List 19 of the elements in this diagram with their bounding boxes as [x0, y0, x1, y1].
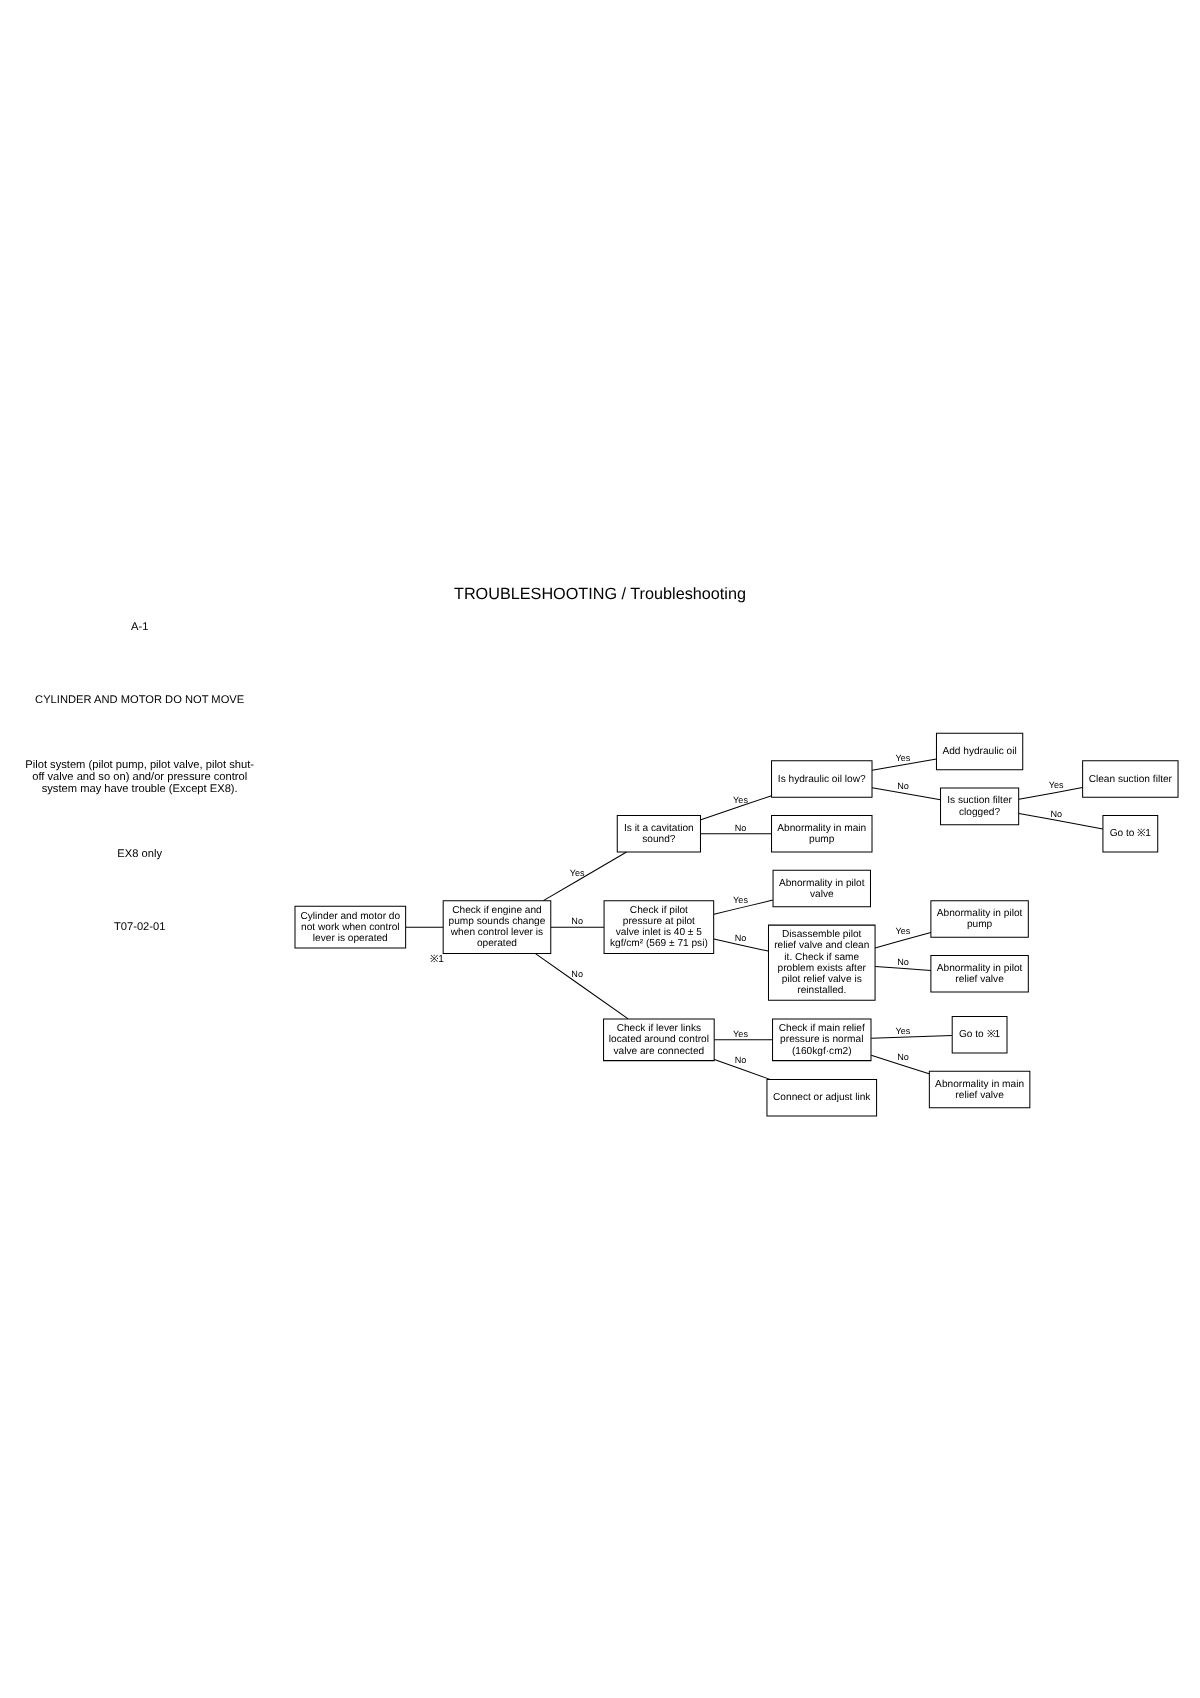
connector — [534, 953, 629, 1020]
connector — [1018, 787, 1083, 800]
diagram-title: TROUBLESHOOTING / Troubleshooting — [453, 585, 747, 604]
connector — [542, 851, 628, 902]
connector — [870, 1035, 953, 1039]
connector — [405, 926, 444, 928]
connector — [871, 758, 937, 771]
connector — [713, 938, 769, 952]
connector — [700, 833, 772, 835]
connector — [713, 1039, 773, 1041]
connector — [713, 1058, 771, 1080]
connector — [713, 899, 774, 915]
connector — [871, 787, 941, 801]
connector — [550, 926, 605, 928]
connector — [870, 1054, 930, 1075]
connector — [1018, 812, 1104, 830]
connector — [700, 795, 772, 821]
connector — [874, 965, 932, 971]
connector — [874, 931, 932, 949]
